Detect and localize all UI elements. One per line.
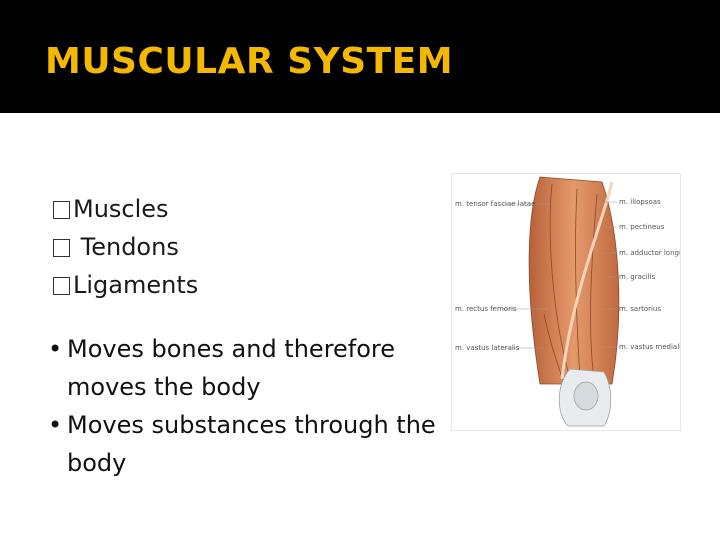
- bullet-item: •Moves bones and therefore moves the bod…: [48, 330, 443, 406]
- figure-label: m. gracilis: [619, 273, 656, 281]
- figure-label: m. pectineus: [619, 223, 665, 231]
- bullet-icon: •: [48, 411, 63, 439]
- bullet-icon: •: [48, 335, 63, 363]
- checklist-item: Ligaments: [53, 266, 433, 304]
- checklist-item: Tendons: [53, 228, 433, 266]
- checkbox-icon: [53, 201, 70, 219]
- bullet-item: •Moves substances through the body: [48, 406, 443, 482]
- figure-label: m. adductor longus: [619, 249, 681, 257]
- checkbox-icon: [53, 277, 70, 295]
- bullet-text: Moves bones and therefore moves the body: [67, 335, 396, 401]
- thigh-muscles-illustration: m. tensor fasciae latae m. rectus femori…: [451, 173, 681, 431]
- figure-label: m. vastus medialis: [619, 343, 681, 351]
- checkbox-icon: [53, 239, 70, 257]
- checklist: Muscles Tendons Ligaments: [53, 190, 433, 304]
- checklist-item-label: Tendons: [80, 233, 179, 261]
- checklist-item-label: Ligaments: [73, 271, 199, 299]
- title-bar: MUSCULAR SYSTEM: [0, 0, 720, 113]
- slide-title: MUSCULAR SYSTEM: [45, 41, 454, 82]
- thigh-muscles-drawing: [502, 176, 620, 427]
- figure-label: m. tensor fasciae latae: [455, 200, 536, 208]
- figure-label: m. vastus lateralis: [455, 344, 520, 352]
- figure-label: m. iliopsoas: [619, 198, 661, 206]
- bullet-text: Moves substances through the body: [67, 411, 436, 477]
- figure-label: m. rectus femoris: [455, 305, 517, 313]
- checklist-item-label: Muscles: [73, 195, 169, 223]
- figure-label: m. sartorius: [619, 305, 662, 313]
- checklist-item: Muscles: [53, 190, 433, 228]
- bullet-list: •Moves bones and therefore moves the bod…: [48, 330, 443, 482]
